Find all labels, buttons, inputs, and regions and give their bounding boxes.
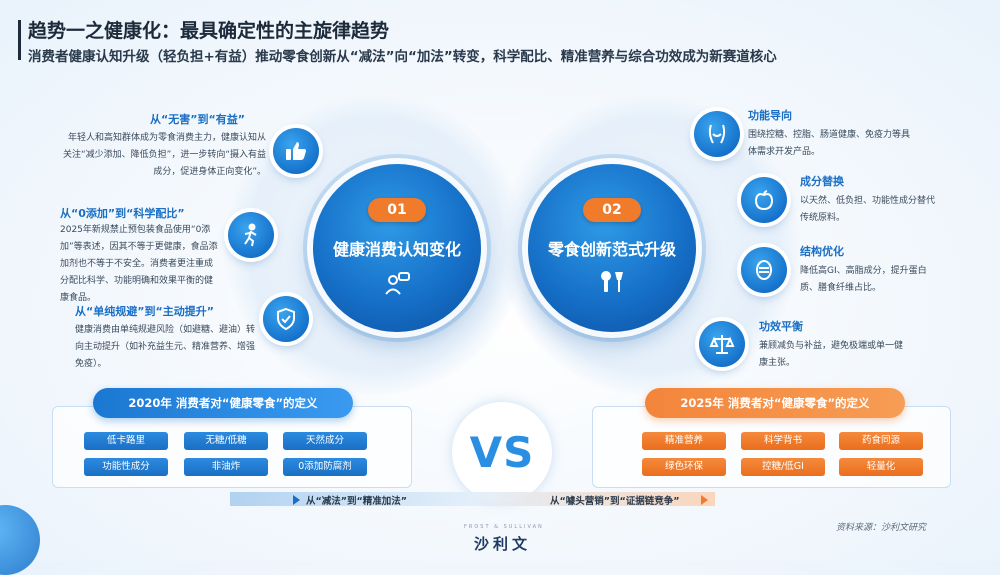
right-item-4-title: 功效平衡 bbox=[759, 320, 803, 333]
right-item-4-text: 兼顾减负与补益，避免极端或单一健康主张。 bbox=[759, 341, 904, 368]
right-tag: 绿色环保 bbox=[642, 458, 726, 476]
right-item-4-badge bbox=[699, 321, 745, 367]
right-tag: 药食同源 bbox=[839, 432, 923, 450]
left-circle-number: 01 bbox=[368, 198, 426, 222]
left-item-3-text: 健康消费由单纯规避风险（如避糖、避油）转向主动提升（如补充益生元、精准营养、增强… bbox=[75, 325, 256, 369]
right-item-1-badge bbox=[694, 111, 740, 157]
left-item-3-title: 从“单纯规避”到“主动提升” bbox=[75, 305, 214, 318]
body-icon bbox=[708, 124, 726, 144]
left-item-2-title: 从“0添加”到“科学配比” bbox=[60, 207, 185, 220]
shield-check-icon bbox=[277, 307, 295, 331]
left-arrow-label: 从“减法”到“精准加法” bbox=[306, 496, 407, 507]
right-item-3-title: 结构优化 bbox=[800, 245, 844, 258]
company-logo: 沙利文 bbox=[474, 535, 532, 553]
left-circle-label: 健康消费认知变化 bbox=[332, 240, 461, 259]
right-item-2-badge bbox=[741, 177, 787, 223]
right-circle-label: 零食创新范式升级 bbox=[547, 240, 676, 259]
left-item-3-badge bbox=[263, 296, 309, 342]
left-item-2-badge bbox=[228, 212, 274, 258]
right-item-2-title: 成分替换 bbox=[800, 175, 844, 188]
left-tag: 低卡路里 bbox=[84, 432, 168, 450]
left-definition-header: 2020年 消费者对“健康零食”的定义 bbox=[93, 388, 353, 418]
left-item-1-text: 年轻人和高知群体成为零食消费主力，健康认知从关注“减少添加、降低负担”，进一步转… bbox=[63, 133, 266, 177]
logo-subtext: FROST & SULLIVAN bbox=[464, 524, 544, 530]
left-item-1-badge bbox=[273, 128, 319, 174]
left-item-1-title: 从“无害”到“有益” bbox=[150, 113, 245, 126]
right-main-circle bbox=[528, 164, 696, 332]
left-main-circle bbox=[313, 164, 481, 332]
left-tag: 天然成分 bbox=[283, 432, 367, 450]
page-title: 趋势一之健康化：最具确定性的主旋律趋势 bbox=[28, 20, 390, 42]
right-tag: 轻量化 bbox=[839, 458, 923, 476]
right-tag: 科学背书 bbox=[741, 432, 825, 450]
nutrition-icon bbox=[756, 260, 772, 280]
transition-arrow-bar bbox=[230, 492, 715, 506]
apple-icon bbox=[754, 190, 774, 211]
page-subtitle: 消费者健康认知升级（轻负担+有益）推动零食创新从“减法”向“加法”转变，科学配比… bbox=[28, 49, 777, 65]
vs-badge: VS bbox=[452, 402, 552, 502]
left-tag: 功能性成分 bbox=[84, 458, 168, 476]
source-note: 资料来源：沙利文研究 bbox=[836, 523, 927, 533]
corner-decoration bbox=[0, 505, 40, 575]
right-item-1-title: 功能导向 bbox=[748, 109, 792, 122]
chat-person-icon bbox=[382, 270, 412, 304]
left-item-2-text: 2025年新规禁止预包装食品使用“0添加”等表述，因其不等于更健康，食品添加剂也… bbox=[60, 225, 218, 303]
left-tag: 0添加防腐剂 bbox=[283, 458, 367, 476]
right-circle-number: 02 bbox=[583, 198, 641, 222]
left-tag: 非油炸 bbox=[184, 458, 268, 476]
left-tag: 无糖/低糖 bbox=[184, 432, 268, 450]
right-item-1-text: 围绕控糖、控脂、肠道健康、免疫力等具体需求开发产品。 bbox=[748, 130, 911, 157]
thumbs-up-icon bbox=[286, 142, 306, 160]
snack-icon bbox=[596, 266, 628, 302]
right-definition-header: 2025年 消费者对“健康零食”的定义 bbox=[645, 388, 905, 418]
title-accent-bar bbox=[18, 20, 21, 60]
right-arrow-icon bbox=[698, 492, 712, 511]
right-tag: 精准营养 bbox=[642, 432, 726, 450]
balance-scale-icon bbox=[709, 335, 735, 354]
right-item-2-text: 以天然、低负担、功能性成分替代传统原料。 bbox=[800, 196, 936, 223]
right-arrow-label: 从“噱头营销”到“证据链竞争” bbox=[550, 496, 680, 507]
right-item-3-badge bbox=[741, 247, 787, 293]
left-arrow-icon bbox=[290, 492, 304, 511]
vs-text: VS bbox=[469, 427, 535, 477]
right-tag: 控糖/低GI bbox=[741, 458, 825, 476]
right-item-3-text: 降低高GI、高脂成分，提升蛋白质、膳食纤维占比。 bbox=[800, 266, 927, 293]
running-person-icon bbox=[244, 223, 257, 247]
